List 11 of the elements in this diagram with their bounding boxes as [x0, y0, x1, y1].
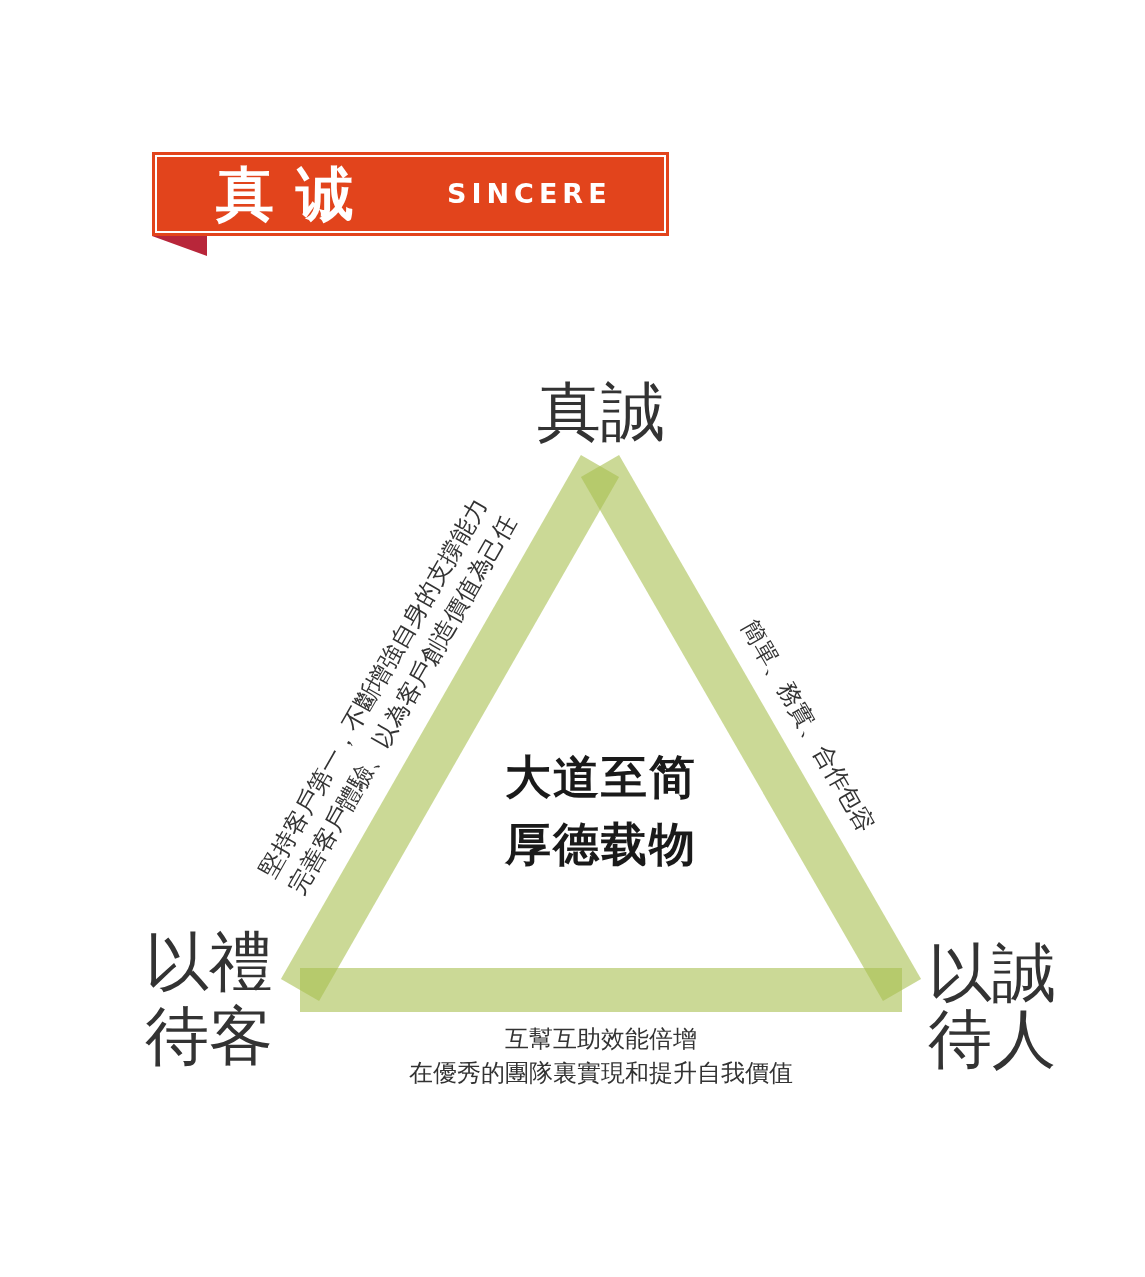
banner-subtitle: SINCERE [447, 177, 612, 211]
triangle-side-bar [300, 968, 902, 1012]
motto-text: 大道至简 [505, 750, 697, 806]
corner-label: 真誠 [537, 378, 665, 446]
edge-label: 簡單、務實、合作包容 [734, 614, 882, 839]
edge-label: 互幫互助效能倍增在優秀的團隊裏實現和提升自我價值 [409, 1024, 793, 1089]
motto-text: 厚德载物 [505, 817, 697, 873]
corner-label: 以禮待客 [145, 925, 275, 1073]
banner-heading: 真诚 [216, 159, 376, 230]
ribbon-banner [152, 152, 669, 236]
corner-label: 以誠待人 [928, 940, 1058, 1072]
